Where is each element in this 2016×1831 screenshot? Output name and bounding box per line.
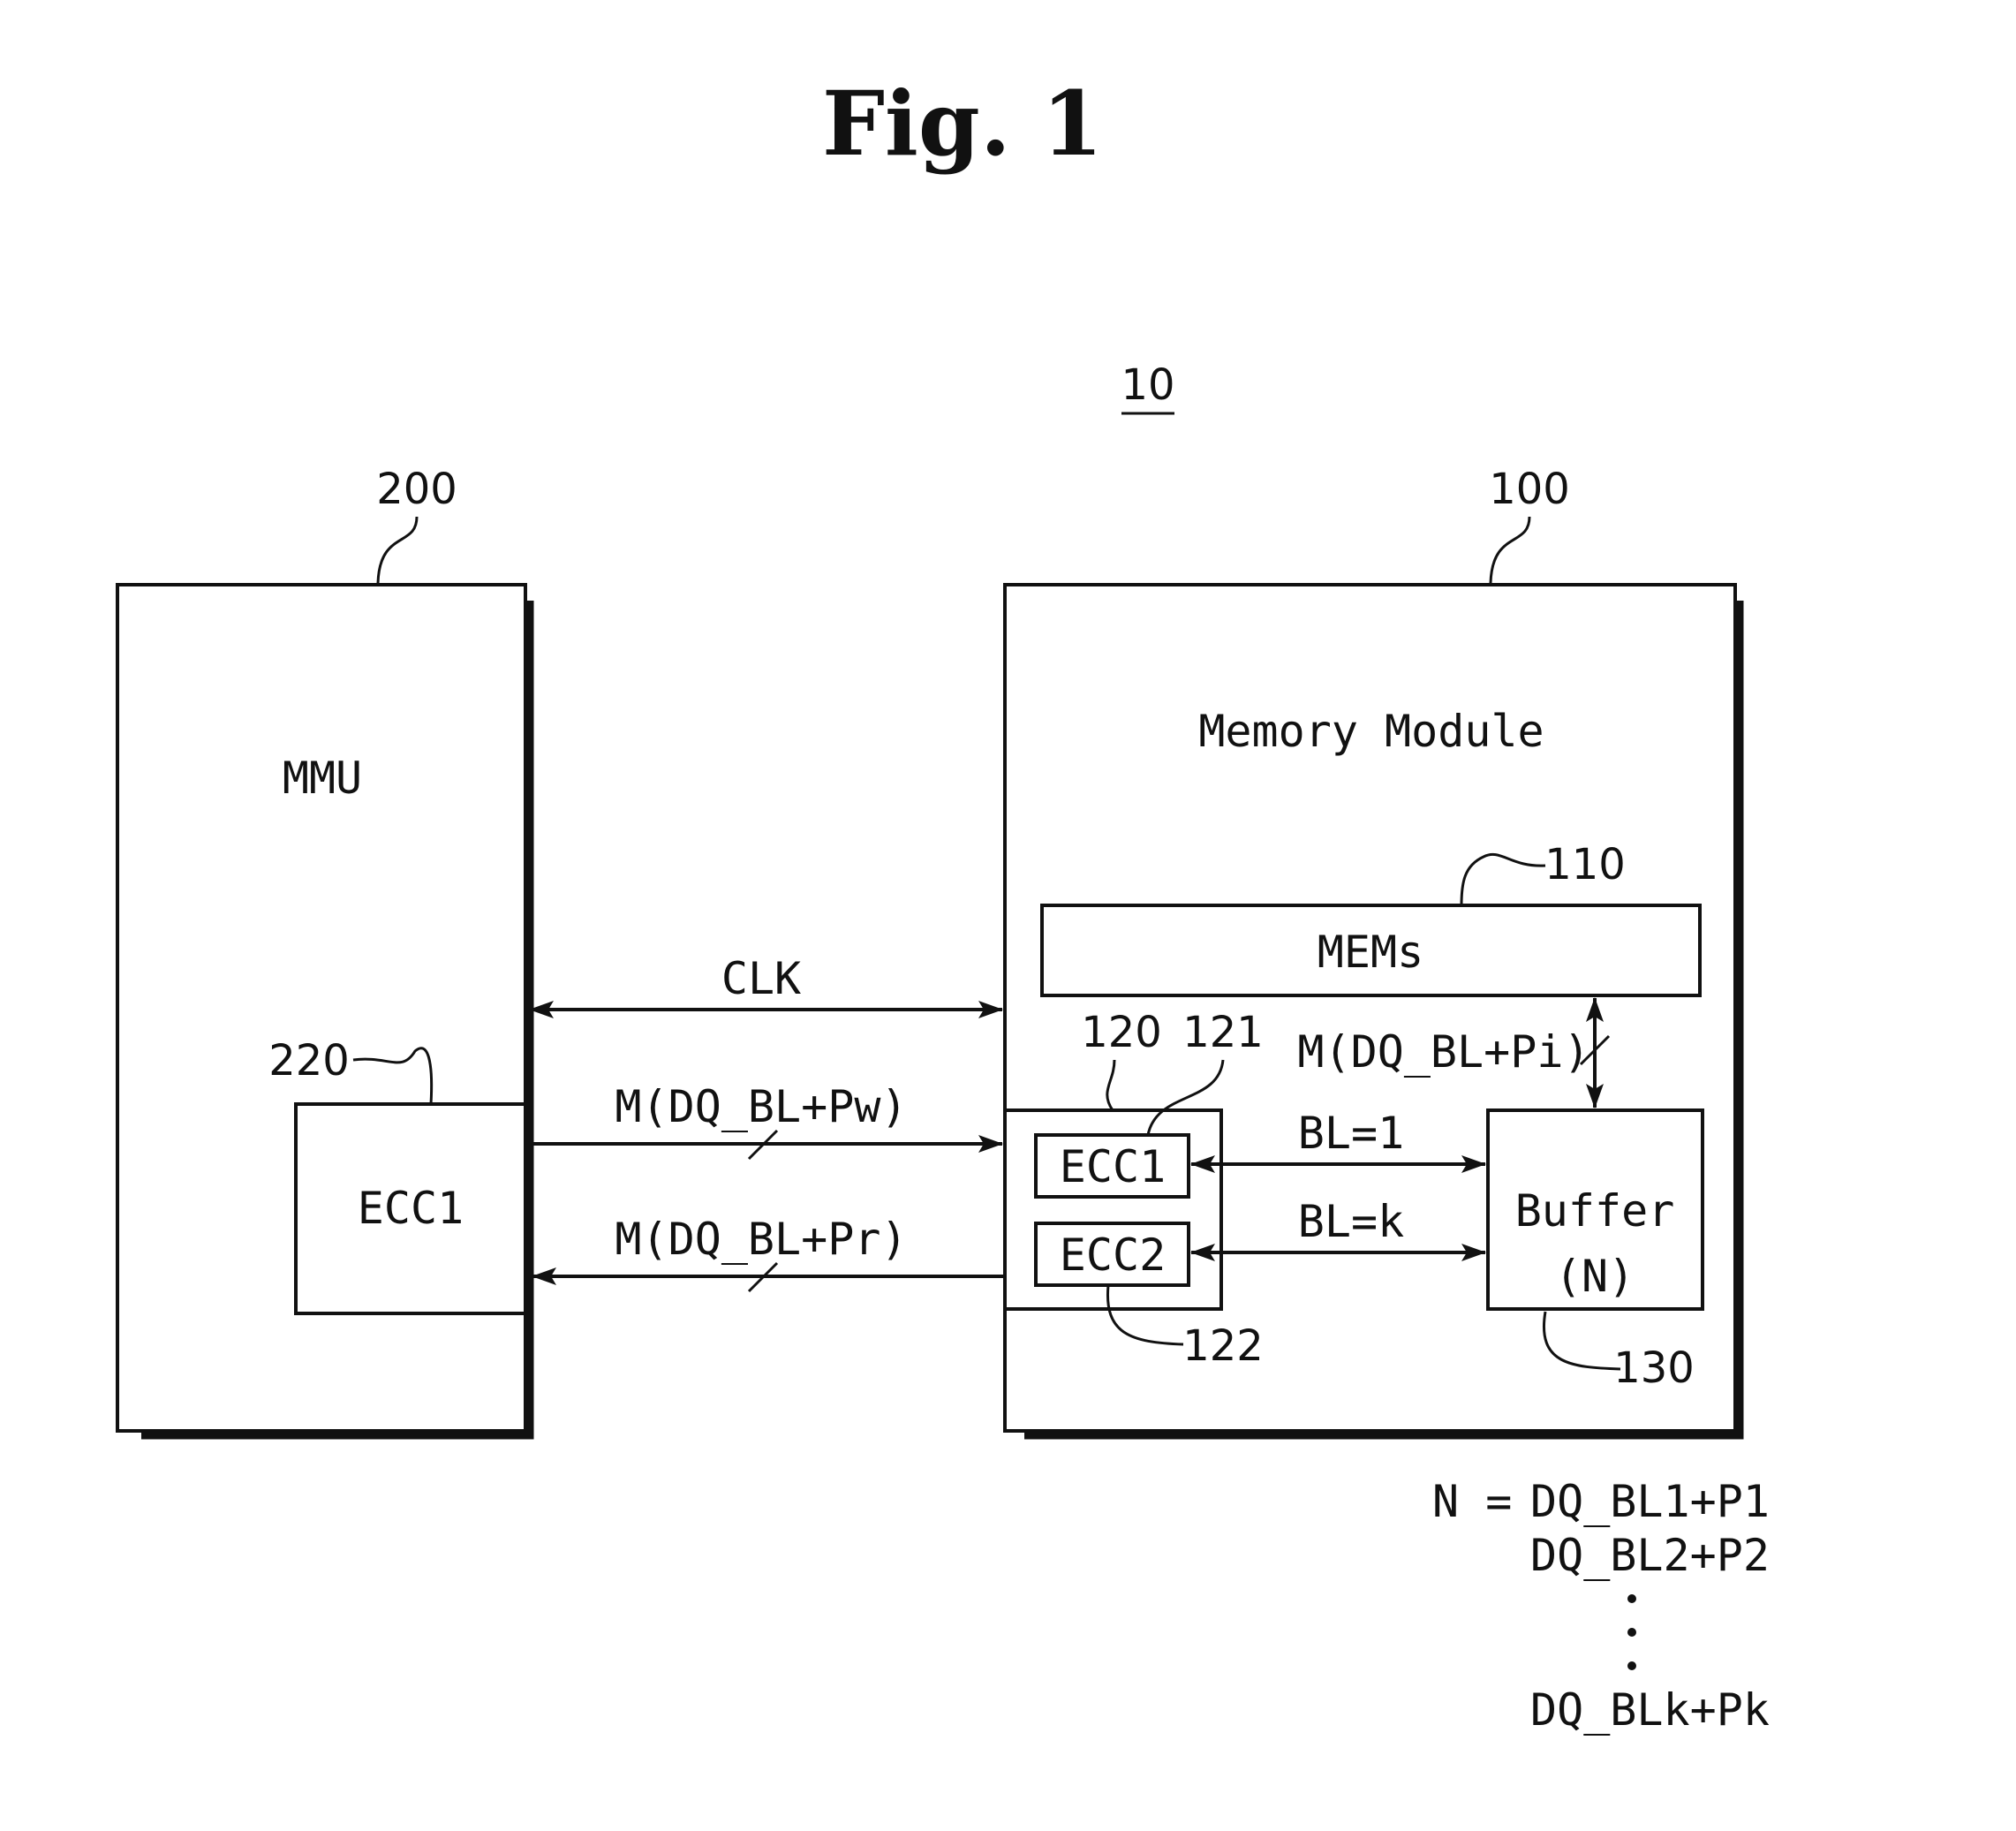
buffer-ref: 130 xyxy=(1613,1343,1695,1393)
ecc1-label: ECC1 xyxy=(1060,1141,1166,1192)
ellipsis-dot-3 xyxy=(1627,1661,1636,1670)
ecc1-ref: 121 xyxy=(1182,1008,1264,1057)
ellipsis-dot-1 xyxy=(1627,1594,1636,1603)
formula-line-1: DQ_BL1+P1 xyxy=(1530,1476,1770,1527)
read-label: M(DQ_BL+Pr) xyxy=(615,1214,907,1265)
system-ref: 10 xyxy=(1121,360,1174,410)
ecc2-ref: 122 xyxy=(1182,1321,1264,1371)
bl1-label: BL=1 xyxy=(1298,1108,1404,1159)
mmu-ref: 200 xyxy=(376,465,457,514)
figure-title: Fig. 1 xyxy=(822,72,1103,176)
memory-module-ref: 100 xyxy=(1489,465,1570,514)
mems-label: MEMs xyxy=(1318,927,1423,978)
buffer-sub-label: (N) xyxy=(1555,1251,1635,1302)
formula-line-3: DQ_BLk+Pk xyxy=(1530,1684,1770,1736)
mems-ref: 110 xyxy=(1544,840,1626,889)
blk-label: BL=k xyxy=(1298,1196,1404,1247)
formula-line-2: DQ_BL2+P2 xyxy=(1530,1530,1770,1581)
formula-prefix: N = xyxy=(1432,1476,1512,1527)
mem-bus-label: M(DQ_BL+Pi) xyxy=(1297,1026,1589,1078)
ecc2-label: ECC2 xyxy=(1060,1229,1166,1281)
memory-module-ref-leader xyxy=(1491,517,1529,583)
mmu-ref-leader xyxy=(378,517,417,583)
mmu-ecc1-label: ECC1 xyxy=(358,1183,464,1234)
mmu-ecc-ref: 220 xyxy=(268,1036,350,1086)
mmu-label: MMU xyxy=(283,753,362,804)
memory-module-label: Memory Module xyxy=(1198,706,1544,757)
ellipsis-dot-2 xyxy=(1627,1628,1636,1637)
write-label: M(DQ_BL+Pw) xyxy=(615,1081,907,1132)
ecc-block-ref: 120 xyxy=(1081,1008,1162,1057)
clk-label: CLK xyxy=(721,953,801,1004)
buffer-label: Buffer xyxy=(1515,1185,1675,1237)
